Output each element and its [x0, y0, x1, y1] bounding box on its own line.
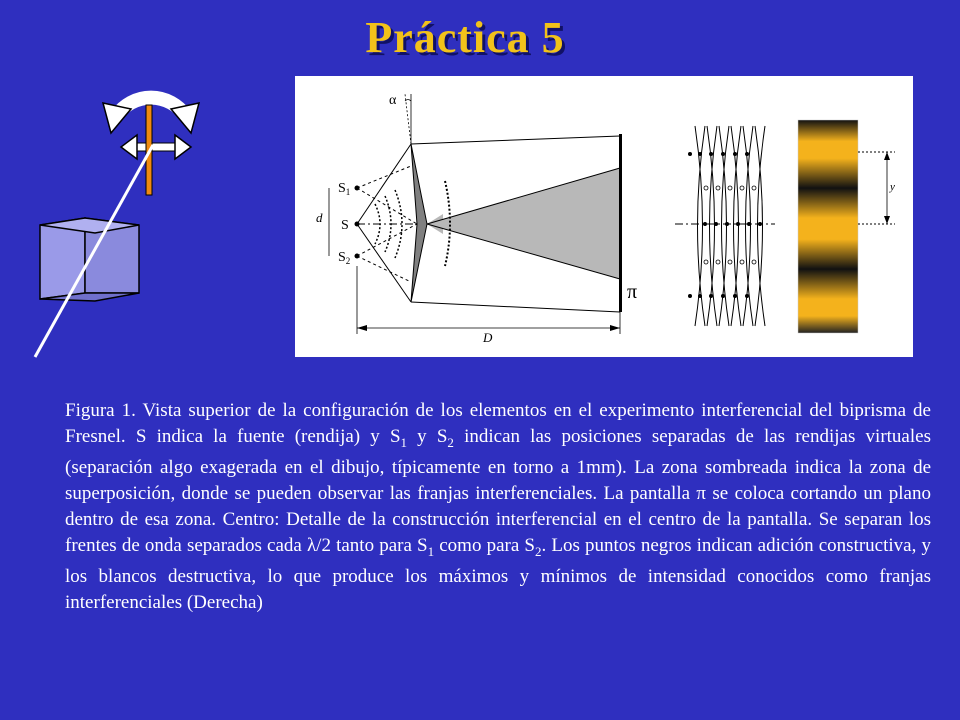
- label-alpha: α: [389, 93, 397, 108]
- translate-arrow-icon: [119, 133, 193, 161]
- svg-text:S2: S2: [338, 250, 350, 266]
- overlap-zone: [427, 168, 620, 279]
- fringe-pattern: [797, 119, 859, 334]
- label-D: D: [482, 330, 493, 345]
- label-s2: S: [338, 250, 346, 265]
- rotate-arrow-icon: [101, 90, 201, 135]
- label-pi: π: [627, 281, 637, 303]
- label-d: d: [316, 210, 323, 225]
- svg-text:S1: S1: [338, 181, 350, 197]
- label-s: S: [341, 218, 349, 233]
- interference-detail: [675, 125, 775, 327]
- fresnel-biprism-figure: α S1 S S2 d D π: [295, 76, 913, 357]
- light-beam: [33, 144, 155, 358]
- biprism: [410, 143, 428, 303]
- label-s1-sub: 1: [346, 187, 351, 197]
- label-y: y: [889, 181, 895, 193]
- label-s1: S: [338, 181, 346, 196]
- figure-caption: Figura 1. Vista superior de la configura…: [65, 400, 931, 614]
- screen-pi: [619, 134, 622, 312]
- label-s2-sub: 2: [346, 256, 351, 266]
- biprism-illustration: [25, 75, 225, 370]
- page-title: Práctica 5: [365, 13, 565, 62]
